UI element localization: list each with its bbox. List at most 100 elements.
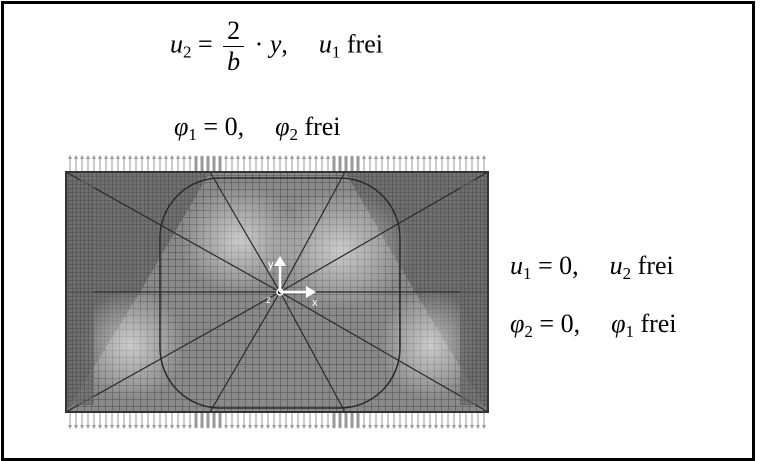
constraint-arrow-head — [356, 155, 360, 159]
constraint-arrow-head — [266, 155, 270, 159]
comma: , — [281, 29, 288, 59]
constraint-arrow-head — [326, 155, 330, 159]
constraint-arrow-head — [398, 425, 402, 429]
mesh-highlight — [180, 185, 300, 295]
constraint-arrow-head — [260, 425, 264, 429]
mesh-highlight — [75, 290, 185, 400]
constraint-arrow-head — [434, 425, 438, 429]
constraint-arrow-head — [470, 155, 474, 159]
constraint-arrow-head — [134, 425, 138, 429]
constraint-arrow-head — [152, 425, 156, 429]
constraint-arrow-head — [272, 425, 276, 429]
comma: , — [572, 251, 579, 280]
subscript: 2 — [183, 42, 192, 62]
constraint-arrow-head — [320, 155, 324, 159]
constraint-arrow-head — [206, 155, 210, 159]
x-arrow-head — [306, 286, 316, 298]
constraint-arrow-head — [128, 155, 132, 159]
u-symbol: u — [170, 29, 183, 59]
equals-sign: = — [198, 29, 213, 59]
equals-sign: = — [539, 309, 555, 338]
constraint-arrow-head — [470, 425, 474, 429]
constraint-arrow-head — [212, 155, 216, 159]
constraint-arrow-head — [176, 425, 180, 429]
constraint-arrow-head — [380, 155, 384, 159]
subscript: 1 — [625, 322, 634, 341]
constraint-arrow-head — [98, 425, 102, 429]
constraint-arrow-head — [68, 425, 72, 429]
equals-sign: = — [203, 112, 219, 141]
constraint-arrow-head — [326, 425, 330, 429]
constraint-arrow-head — [440, 155, 444, 159]
constraint-arrow-head — [332, 425, 336, 429]
constraint-arrow-head — [290, 425, 294, 429]
constraint-arrow-head — [368, 155, 372, 159]
constraint-arrow-head — [464, 155, 468, 159]
constraint-arrow-head — [128, 425, 132, 429]
x-axis-label: x — [312, 297, 318, 309]
subscript: 2 — [289, 125, 298, 144]
constraint-arrow-head — [482, 155, 486, 159]
y-axis-label: y — [268, 259, 274, 271]
constraint-arrow-head — [308, 155, 312, 159]
constraint-arrow-head — [134, 155, 138, 159]
u-symbol: u — [609, 251, 623, 280]
constraint-arrow-head — [236, 425, 240, 429]
fraction-denominator: b — [227, 47, 241, 76]
constraint-arrow-head — [80, 155, 84, 159]
constraint-arrow-head — [476, 155, 480, 159]
zero-value: 0 — [560, 309, 574, 338]
constraint-arrow-head — [164, 425, 168, 429]
frei-word: frei — [346, 29, 383, 59]
constraint-arrow-head — [152, 155, 156, 159]
constraint-arrow-head — [332, 155, 336, 159]
left-edge-cells — [66, 180, 94, 405]
constraint-arrow-head — [350, 425, 354, 429]
constraint-arrow-head — [116, 425, 120, 429]
constraint-arrow-head — [392, 155, 396, 159]
subscript: 1 — [331, 42, 341, 62]
constraint-arrow-head — [104, 155, 108, 159]
constraint-arrow-head — [254, 155, 258, 159]
constraint-arrow-head — [344, 155, 348, 159]
constraint-arrow-head — [248, 155, 252, 159]
constraint-arrow-head — [464, 425, 468, 429]
constraint-arrow-head — [314, 425, 318, 429]
constraint-arrow-head — [338, 155, 342, 159]
bottom-constraint-arrows — [68, 412, 486, 429]
constraint-arrow-head — [170, 155, 174, 159]
top-equation-line-2: φ1 = 0, φ2 frei — [174, 112, 341, 144]
constraint-arrow-head — [416, 425, 420, 429]
constraint-arrow-head — [392, 425, 396, 429]
constraint-arrow-head — [296, 425, 300, 429]
constraint-arrow-head — [182, 155, 186, 159]
constraint-arrow-head — [356, 425, 360, 429]
constraint-arrow-head — [284, 155, 288, 159]
constraint-arrow-head — [164, 155, 168, 159]
u-symbol: u — [510, 251, 523, 280]
dot-operator: · — [254, 29, 264, 59]
constraint-arrow-head — [476, 425, 480, 429]
constraint-arrow-head — [320, 425, 324, 429]
constraint-arrow-head — [398, 155, 402, 159]
fraction-2-over-b: 2 b — [223, 18, 245, 76]
top-equation-line-1: u2 = 2 b · y, u1 frei — [170, 18, 383, 75]
y-symbol: y — [269, 29, 282, 59]
constraint-arrow-head — [98, 155, 102, 159]
zero-value: 0 — [224, 112, 238, 141]
constraint-arrow-head — [272, 155, 276, 159]
constraint-arrow-head — [266, 425, 270, 429]
constraint-arrow-head — [200, 155, 204, 159]
comma: , — [237, 112, 245, 141]
u-symbol: u — [318, 29, 332, 59]
constraint-arrow-head — [248, 425, 252, 429]
constraint-arrow-head — [368, 425, 372, 429]
right-edge-cells — [460, 180, 488, 405]
constraint-arrow-head — [428, 155, 432, 159]
constraint-arrow-head — [314, 155, 318, 159]
constraint-arrow-head — [188, 155, 192, 159]
plate-outline — [65, 171, 489, 413]
constraint-arrow-head — [428, 425, 432, 429]
constraint-arrow-head — [176, 155, 180, 159]
constraint-arrow-head — [446, 425, 450, 429]
